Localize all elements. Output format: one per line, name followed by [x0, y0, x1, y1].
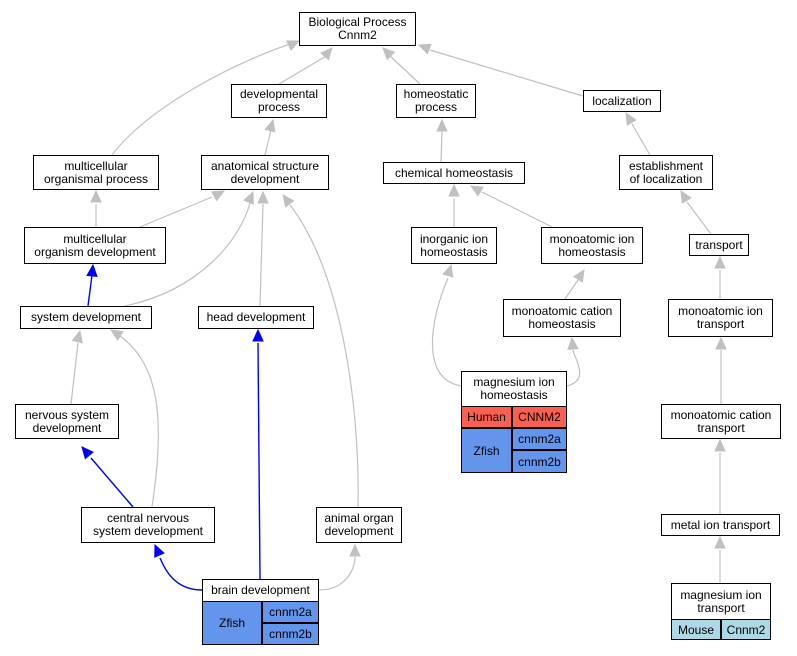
- edge-mit-met-arrowhead: [714, 438, 726, 452]
- node-magnesium-ion-homeostasis-title: magnesium ion homeostasis: [462, 372, 566, 407]
- node-magnesium-ion-transport-title: magnesium ion transport: [672, 584, 770, 620]
- species-zfish: Zfish: [461, 428, 512, 473]
- edge-mch-mih: [564, 279, 579, 300]
- species-zfish-brain: Zfish: [202, 601, 262, 645]
- edge-brain-cnsd-arrowhead: [154, 543, 165, 558]
- gene-zfish-cnnm2b[interactable]: cnnm2b: [512, 450, 567, 473]
- edge-head-asd: [259, 203, 264, 307]
- edge-chem-homproc: [440, 130, 443, 163]
- edge-mih-chem: [481, 191, 553, 228]
- edge-brain-cnsd: [159, 557, 203, 591]
- node-developmental-process[interactable]: developmental process: [231, 84, 327, 118]
- node-root[interactable]: Biological Process Cnnm2: [299, 12, 416, 46]
- edge-estloc-loc-arrowhead: [625, 111, 637, 126]
- edge-loc-root-arrowhead: [417, 43, 432, 55]
- edge-sys-mod: [87, 274, 93, 307]
- edge-devproc-root-arrowhead: [320, 47, 333, 61]
- edge-cnsd-nsd: [90, 457, 134, 508]
- edge-nsd-sys-arrowhead: [71, 329, 83, 344]
- node-system-development[interactable]: system development: [20, 306, 152, 329]
- edge-sys-asd: [124, 202, 251, 307]
- node-homeostatic-process[interactable]: homeostatic process: [396, 84, 476, 118]
- node-nervous-system-development[interactable]: nervous system development: [15, 404, 119, 439]
- species-mouse: Mouse: [671, 619, 721, 640]
- node-central-nervous-system-development[interactable]: central nervous system development: [81, 507, 215, 543]
- edge-brain-aod: [318, 556, 356, 591]
- node-inorganic-ion-homeostasis[interactable]: inorganic ion homeostasis: [411, 227, 497, 264]
- edge-homproc-root-arrowhead: [382, 47, 396, 61]
- gene-zfish-cnnm2a[interactable]: cnnm2a: [512, 428, 567, 450]
- edge-mod-asd-arrowhead: [211, 190, 226, 202]
- node-metal-ion-transport[interactable]: metal ion transport: [661, 514, 780, 536]
- edge-mit-transport-arrowhead: [714, 255, 726, 269]
- edge-mgh-mch-arrowhead: [567, 336, 579, 350]
- edge-chem-homproc-arrowhead: [436, 118, 448, 132]
- edge-mop-root: [111, 41, 297, 156]
- edge-loc-root: [429, 49, 584, 97]
- edge-asd-devproc-arrowhead: [264, 118, 276, 133]
- edge-sys-mod-arrowhead: [86, 263, 98, 277]
- edge-transport-estloc: [686, 201, 712, 235]
- node-head-development[interactable]: head development: [198, 306, 314, 329]
- edge-mgh-iih: [431, 277, 463, 387]
- edge-cnsd-sys: [119, 335, 159, 508]
- node-transport[interactable]: transport: [689, 234, 749, 256]
- gene-mouse-cnnm2[interactable]: Cnnm2: [721, 619, 771, 640]
- node-monoatomic-cation-transport[interactable]: monoatomic cation transport: [661, 404, 781, 439]
- node-chemical-homeostasis[interactable]: chemical homeostasis: [383, 162, 525, 184]
- edge-estloc-loc: [631, 123, 651, 156]
- edge-devproc-root: [278, 54, 329, 85]
- edge-brain-head-arrowhead: [252, 328, 264, 342]
- edge-mgh-iih-arrowhead: [442, 263, 454, 278]
- edge-cnsd-nsd-arrowhead: [81, 446, 94, 460]
- edge-mop-root-arrowhead: [286, 40, 301, 51]
- edge-mih-chem-arrowhead: [469, 185, 484, 197]
- node-monoatomic-ion-transport[interactable]: monoatomic ion transport: [668, 299, 773, 337]
- edge-aod-asd-arrowhead: [282, 194, 295, 208]
- node-brain-development-title: brain development: [203, 580, 318, 602]
- edge-iih-chem-arrowhead: [448, 183, 460, 197]
- edge-mct-mit-arrowhead: [715, 336, 727, 350]
- node-monoatomic-ion-homeostasis[interactable]: monoatomic ion homeostasis: [541, 227, 643, 264]
- node-localization[interactable]: localization: [583, 90, 661, 112]
- edge-transport-estloc-arrowhead: [680, 189, 692, 204]
- edge-brain-aod-arrowhead: [349, 543, 361, 557]
- edge-mgt-met-arrowhead: [714, 535, 726, 549]
- gene-zfish-cnnm2a-brain[interactable]: cnnm2a: [262, 601, 319, 623]
- edge-mod-mop-arrowhead: [90, 189, 102, 203]
- edge-mch-mih-arrowhead: [572, 268, 585, 283]
- species-human: Human: [461, 406, 512, 428]
- edge-homproc-root: [388, 54, 421, 85]
- edge-sys-asd-arrowhead: [243, 190, 254, 205]
- edge-brain-head: [257, 342, 261, 580]
- gene-human-cnnm2[interactable]: CNNM2: [512, 406, 567, 428]
- edge-mgh-mch: [566, 349, 581, 387]
- edge-nsd-sys: [70, 342, 79, 405]
- node-monoatomic-cation-homeostasis[interactable]: monoatomic cation homeostasis: [503, 299, 621, 337]
- edge-asd-devproc: [264, 129, 272, 156]
- node-establishment-of-localization[interactable]: establishment of localization: [619, 155, 713, 190]
- edge-head-asd-arrowhead: [257, 190, 269, 204]
- edge-mod-asd: [139, 196, 213, 228]
- edge-cnsd-sys-arrowhead: [109, 329, 124, 342]
- node-multicellular-organismal-process[interactable]: multicellular organismal process: [33, 155, 159, 190]
- gene-zfish-cnnm2b-brain[interactable]: cnnm2b: [262, 623, 319, 645]
- node-anatomical-structure-development[interactable]: anatomical structure development: [201, 155, 329, 190]
- edge-aod-asd: [289, 204, 359, 508]
- node-animal-organ-development[interactable]: animal organ development: [316, 507, 402, 543]
- node-multicellular-organism-development[interactable]: multicellular organism development: [24, 227, 166, 264]
- graph-edges: [70, 40, 727, 591]
